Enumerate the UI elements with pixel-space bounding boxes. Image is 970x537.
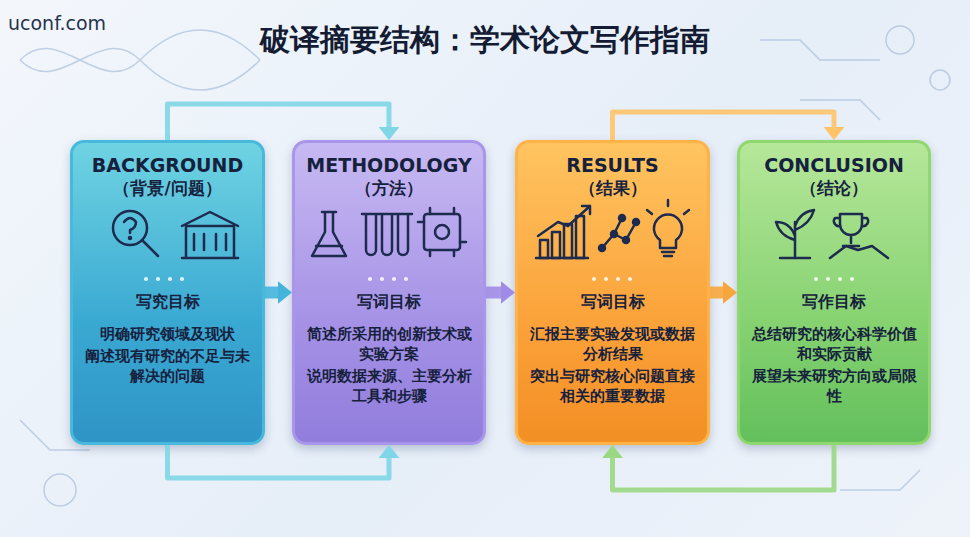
section-subheading: （方法）	[305, 177, 473, 199]
goal-text: 总结研究的核心科学价值和实际贡献	[750, 324, 918, 364]
icon-space	[750, 199, 918, 291]
watermark-label: uconf.com	[8, 12, 106, 34]
goal-label: 写作目标	[750, 291, 918, 312]
section-box: RESULTS（结果） 写词目标汇报主要实验发现或数据分析结果突出与研究核心问题直…	[515, 140, 710, 445]
goal-text: 说明数据来源、主要分析工具和步骤	[305, 366, 473, 406]
section-heading: CONCLUSION	[750, 153, 918, 177]
section-subheading: （背景/问题）	[83, 177, 252, 199]
section-box: BACKGROUND（背景/问题） 写究目标明确研究领域及现状阐述现有研究的不足与…	[70, 140, 265, 445]
goal-text: 阐述现有研究的不足与未解决的问题	[83, 346, 252, 386]
section-heading: BACKGROUND	[83, 153, 252, 177]
goal-label: 写究目标	[83, 291, 252, 312]
section-subheading: （结论）	[750, 177, 918, 199]
goal-text: 简述所采用的创新技术或实验方案	[305, 324, 473, 364]
icon-space	[83, 199, 252, 291]
flow-arrow	[168, 445, 400, 478]
goal-text: 突出与研究核心问题直接相关的重要数据	[528, 366, 697, 406]
flow-arrow	[265, 281, 292, 303]
title-text: 破译摘要结构：学术论文写作指南	[0, 20, 970, 61]
goal-label: 写词目标	[305, 291, 473, 312]
section-box: CONCLUSION（结论） 写作目标总结研究的核心科学价值和实际贡献展望未来研究…	[737, 140, 931, 445]
flow-arrow	[486, 281, 515, 303]
goal-label: 写词目标	[528, 291, 697, 312]
flow-arrow	[168, 104, 400, 140]
section-subheading: （结果）	[528, 177, 697, 199]
section-box: METHODOLOGY（方法） 写词目标简述所采用的创新技术或实验方案说明数据来源…	[292, 140, 486, 445]
icon-space	[528, 199, 697, 291]
flow-arrow	[613, 112, 845, 140]
icon-space	[305, 199, 473, 291]
flow-arrow	[602, 445, 834, 490]
goal-text: 汇报主要实验发现或数据分析结果	[528, 324, 697, 364]
section-heading: RESULTS	[528, 153, 697, 177]
flow-arrow	[710, 281, 737, 303]
goal-text: 展望未来研究方向或局限性	[750, 366, 918, 406]
section-heading: METHODOLOGY	[305, 153, 473, 177]
goal-text: 明确研究领域及现状	[83, 324, 252, 344]
